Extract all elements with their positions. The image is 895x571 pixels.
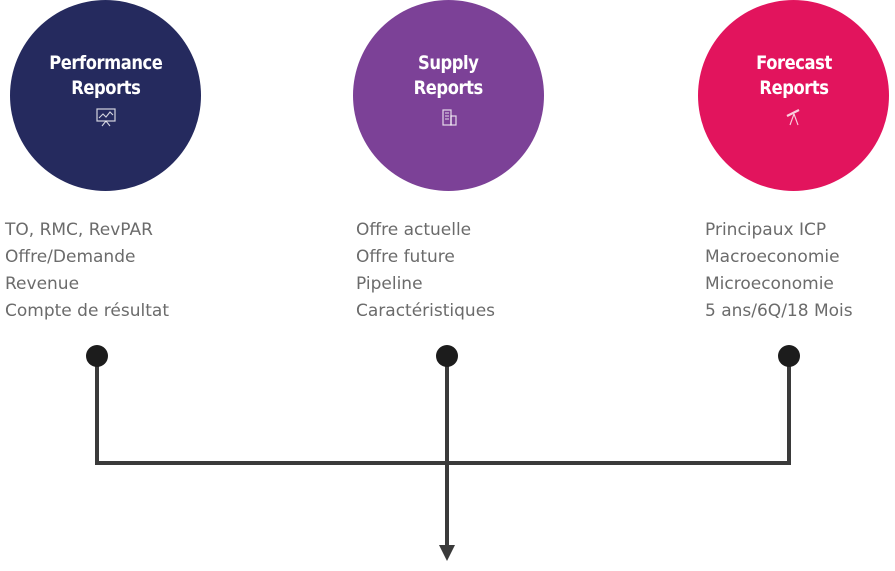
performance-items-list: TO, RMC, RevPAR Offre/Demande Revenue Co… [5, 217, 169, 325]
forecast-reports-title: Forecast Reports [756, 51, 832, 101]
telescope-icon [786, 108, 799, 125]
list-item: Offre actuelle [356, 220, 472, 240]
list-item: Caractéristiques [356, 301, 496, 321]
supply-title-line1: Supply [418, 51, 479, 74]
performance-title-line2: Reports [70, 76, 141, 99]
forecast-title-line2: Reports [758, 76, 829, 99]
connector-lines [95, 356, 791, 561]
list-item: Compte de résultat [5, 301, 169, 321]
list-item: Macroeconomie [705, 247, 840, 267]
forecast-items-list: Principaux ICP Macroeconomie Microeconom… [705, 217, 853, 325]
forecast-title-line1: Forecast [755, 51, 832, 74]
performance-title-line1: Performance [48, 51, 163, 74]
list-item: Microeconomie [705, 274, 834, 294]
performance-reports-circle: Performance Reports [10, 0, 201, 191]
center-connector-dot [436, 345, 458, 367]
list-item: TO, RMC, RevPAR [5, 220, 153, 240]
supply-items-list: Offre actuelle Offre future Pipeline Car… [356, 217, 495, 325]
list-item: Offre/Demande [5, 247, 136, 267]
left-connector-dot [86, 345, 108, 367]
list-item: 5 ans/6Q/18 Mois [705, 301, 853, 321]
performance-reports-title: Performance Reports [48, 51, 163, 101]
list-item: Revenue [5, 274, 80, 294]
building-icon [441, 108, 457, 126]
list-item: Offre future [356, 247, 455, 267]
presentation-chart-icon [95, 107, 116, 126]
list-item: Principaux ICP [705, 220, 827, 240]
right-connector-dot [778, 345, 800, 367]
supply-reports-circle: Supply Reports [353, 0, 544, 191]
forecast-reports-circle: Forecast Reports [698, 0, 889, 191]
list-item: Pipeline [356, 274, 423, 294]
supply-reports-title: Supply Reports [413, 51, 484, 101]
supply-title-line2: Reports [413, 76, 484, 99]
